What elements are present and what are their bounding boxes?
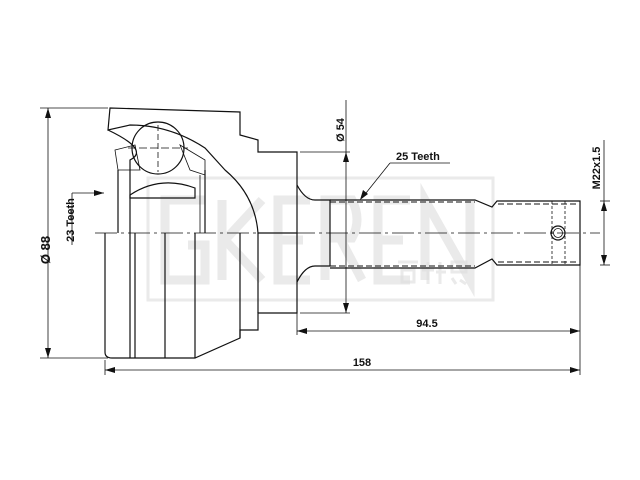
thread-label: M22x1.5 — [591, 147, 603, 190]
shaft-length-label: 94.5 — [416, 318, 437, 330]
inner-spline-teeth-label: 23 Teeth — [65, 198, 77, 242]
diameter-88-label: Ø 88 — [38, 236, 53, 264]
diameter-54-label: Ø 54 — [335, 117, 347, 142]
outer-race-section — [107, 107, 298, 234]
watermark-logo — [146, 176, 495, 302]
total-length-label: 158 — [353, 357, 371, 369]
stub-shaft — [296, 184, 581, 283]
outer-race-body — [104, 233, 298, 359]
cotter-pin-hole — [550, 225, 566, 241]
outer-spline-teeth-label: 25 Teeth — [396, 151, 440, 163]
dimension-lines — [40, 100, 610, 375]
